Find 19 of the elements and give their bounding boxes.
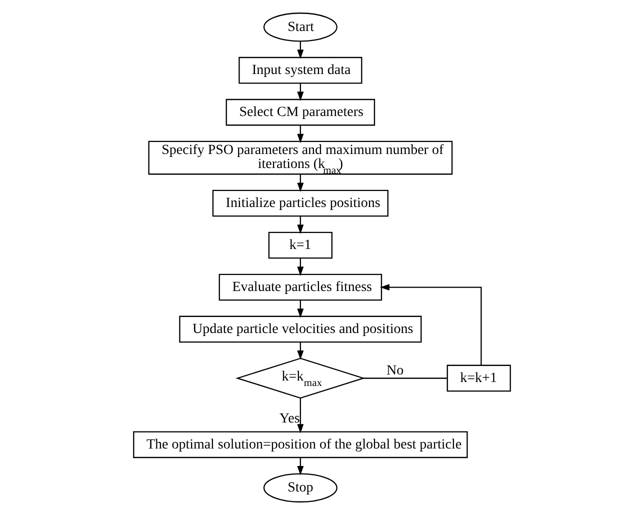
node-ellipse: Stop [262,473,337,502]
arrow [380,284,482,366]
node-box: Select CM parameters [225,98,375,126]
node-ellipse: Start [262,12,337,42]
node-box: k=k+1 [446,364,510,392]
node-box: k=1 [268,232,332,259]
node-box: Input system data [238,56,362,84]
arrow [296,174,304,192]
edge-label: Yes [278,412,300,427]
arrow [296,398,304,434]
connector [362,378,446,379]
node-diamond: k=k$_{max}$ [235,358,365,399]
edge-label: No [386,363,404,378]
node-box: Update particle velocities and positions [178,316,422,343]
node-box: Initialize particles positions [212,190,388,217]
arrow [296,125,304,144]
node-box: Evaluate particles fitness [218,274,382,301]
node-box: Specify PSO parameters and maximum number of iterations (k$_{max}$) [148,140,452,175]
node-box: The optimal solution=position of the global best particle [132,431,468,458]
